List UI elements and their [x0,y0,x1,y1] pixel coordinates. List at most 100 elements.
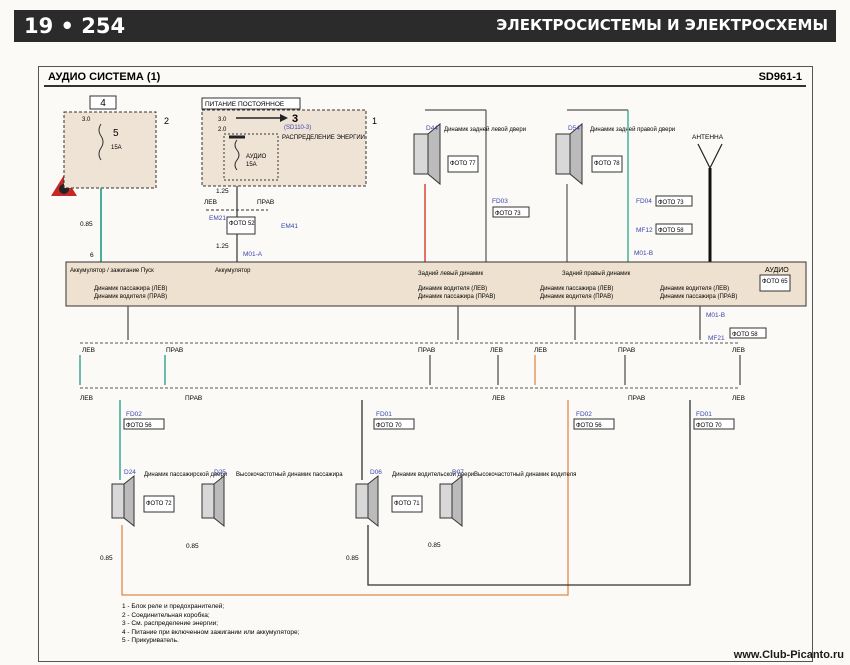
conn-d24: D24 [124,469,136,476]
diagram-code: SD961-1 [758,71,802,83]
photo-72: ФОТО 72 [146,501,172,507]
rear-right-speaker-label: Динамик задней правой двери [590,126,675,133]
power-title-box [201,97,301,110]
power-ref-number: 3 [292,113,298,125]
conn-d54: D54 [568,125,580,132]
photo-77: ФОТО 77 [450,161,476,167]
junction-box [63,111,157,189]
lev-label: ЛЕВ [82,347,95,354]
passenger-tweeter-label: Высокочастотный динамик пассажира [236,471,343,478]
photo-56: ФОТО 56 [126,423,152,429]
prav-label: ПРАВ [618,347,635,354]
page-header-bar [14,10,836,42]
antenna-label: АНТЕННА [692,134,724,141]
title-rule [44,85,806,87]
pin-label-rear-left: Задний левый динамик [418,270,483,277]
pin-label: Динамик водителя (ЛЕВ) [418,286,487,292]
wire-size-label: 1.25 [216,243,229,250]
prav-label: ПРАВ [418,347,435,354]
antenna-icon [697,143,723,170]
svg-text:6: 6 [90,252,94,259]
passenger-speaker-label: Динамик пассажирской двери [144,471,227,478]
power-distribution: РАСПРЕДЕЛЕНИЕ ЭНЕРГИИ [282,135,365,141]
prav-label: ПРАВ [257,199,274,206]
driver-door-speaker [355,474,379,528]
pin-label-batt: Аккумулятор [215,268,251,274]
pin-label: Динамик водителя (ЛЕВ) [660,286,729,292]
passenger-tweeter [201,474,225,528]
page-number: 19 • 254 [24,14,126,38]
driver-tweeter-label: Высокочастотный динамик водителя [474,471,576,478]
legend: 1 - Блок реле и предохранителей; 2 - Сое… [122,603,299,646]
fuse-symbol [98,123,104,161]
pin-label-ign: Аккумулятор / зажигание Пуск [70,268,154,274]
power-terminal-2: 2.0 [218,127,227,133]
pin-label: Динамик водителя (ПРАВ) [94,294,167,300]
photo-78: ФОТО 78 [594,161,620,167]
photo-58b: ФОТО 58 [732,332,758,338]
legend-item: 2 - Соединительная коробка; [122,611,210,619]
relay-fuse-box [201,109,367,187]
connector-m01a: M01-A [243,251,263,258]
page-title: ЭЛЕКТРОСИСТЕМЫ И ЭЛЕКТРОСХЕМЫ [496,16,828,34]
lev-label: ЛЕВ [492,395,505,402]
connector-m01b-2: M01-B [706,312,725,319]
relay-box-ref: 1 [372,116,377,126]
connector-fd01: FD01 [376,411,392,418]
connector-fd02: FD02 [126,411,142,418]
audio-fuse-rating: 15A [246,162,257,168]
conn-d07: D07 [452,469,464,476]
diagram-frame [38,66,813,662]
fuse-terminal: 3.0 [82,117,91,123]
wire-size-label: 0.85 [80,221,93,228]
diagram-subtitle: АУДИО СИСТЕМА (1) [48,71,161,83]
watermark: www.Club-Picanto.ru [733,649,844,661]
photo-73: ФОТО 73 [495,211,521,217]
connector-em41: EM41 [281,223,298,230]
rear-right-speaker [555,122,583,186]
connector-fd03: FD03 [492,198,508,205]
connector-em21: EM21 [209,215,226,222]
connector-fd04: FD04 [636,198,652,205]
rear-left-speaker-label: Динамик задней левой двери [444,126,526,133]
lev-label: ЛЕВ [534,347,547,354]
prav-label: ПРАВ [628,395,645,402]
photo-52: ФОТО 52 [229,221,255,227]
junction-box-ref: 2 [164,116,169,126]
photo-58: ФОТО 58 [658,228,684,234]
pin-label: Динамик пассажира (ПРАВ) [660,294,737,300]
photo-71: ФОТО 71 [394,501,420,507]
lev-label: ЛЕВ [732,395,745,402]
prav-label: ПРАВ [166,347,183,354]
photo-70: ФОТО 70 [376,423,402,429]
lev-label: ЛЕВ [490,347,503,354]
fuse-box-number: 4 [100,98,106,109]
driver-speaker-label: Динамик водительской двери [392,471,474,478]
pin-label-rear-right: Задний правый динамик [562,270,631,277]
connector-fd02b: FD02 [576,411,592,418]
connector-mf12: MF12 [636,227,653,234]
conn-d06: D06 [370,469,382,476]
fuse-rating: 15A [111,145,122,151]
passenger-door-speaker [111,474,135,528]
fuse-box-number-box [89,95,117,110]
audio-unit [65,261,807,307]
lev-label: ЛЕВ [80,395,93,402]
connector-m01b: M01-B [634,250,653,257]
wire-size-label: 0.85 [186,543,199,550]
legend-item: 1 - Блок реле и предохранителей; [122,603,225,610]
power-link: (SD110-3) [284,125,311,131]
pin-label: Динамик водителя (ПРАВ) [540,294,613,300]
rear-left-speaker [413,122,441,186]
audio-unit-label: АУДИО [765,267,789,274]
prav-label: ПРАВ [185,395,202,402]
power-terminal-1: 3.0 [218,117,227,123]
fuse-number: 5 [113,128,119,139]
photo-73b: ФОТО 73 [658,200,684,206]
wire-size-label: 1.25 [216,188,229,195]
pin-label: Динамик пассажира (ЛЕВ) [540,286,613,292]
pin-label: Динамик пассажира (ПРАВ) [418,294,495,300]
connector-mf21: MF21 [708,335,725,342]
wire-size-label: 0.85 [428,542,441,549]
